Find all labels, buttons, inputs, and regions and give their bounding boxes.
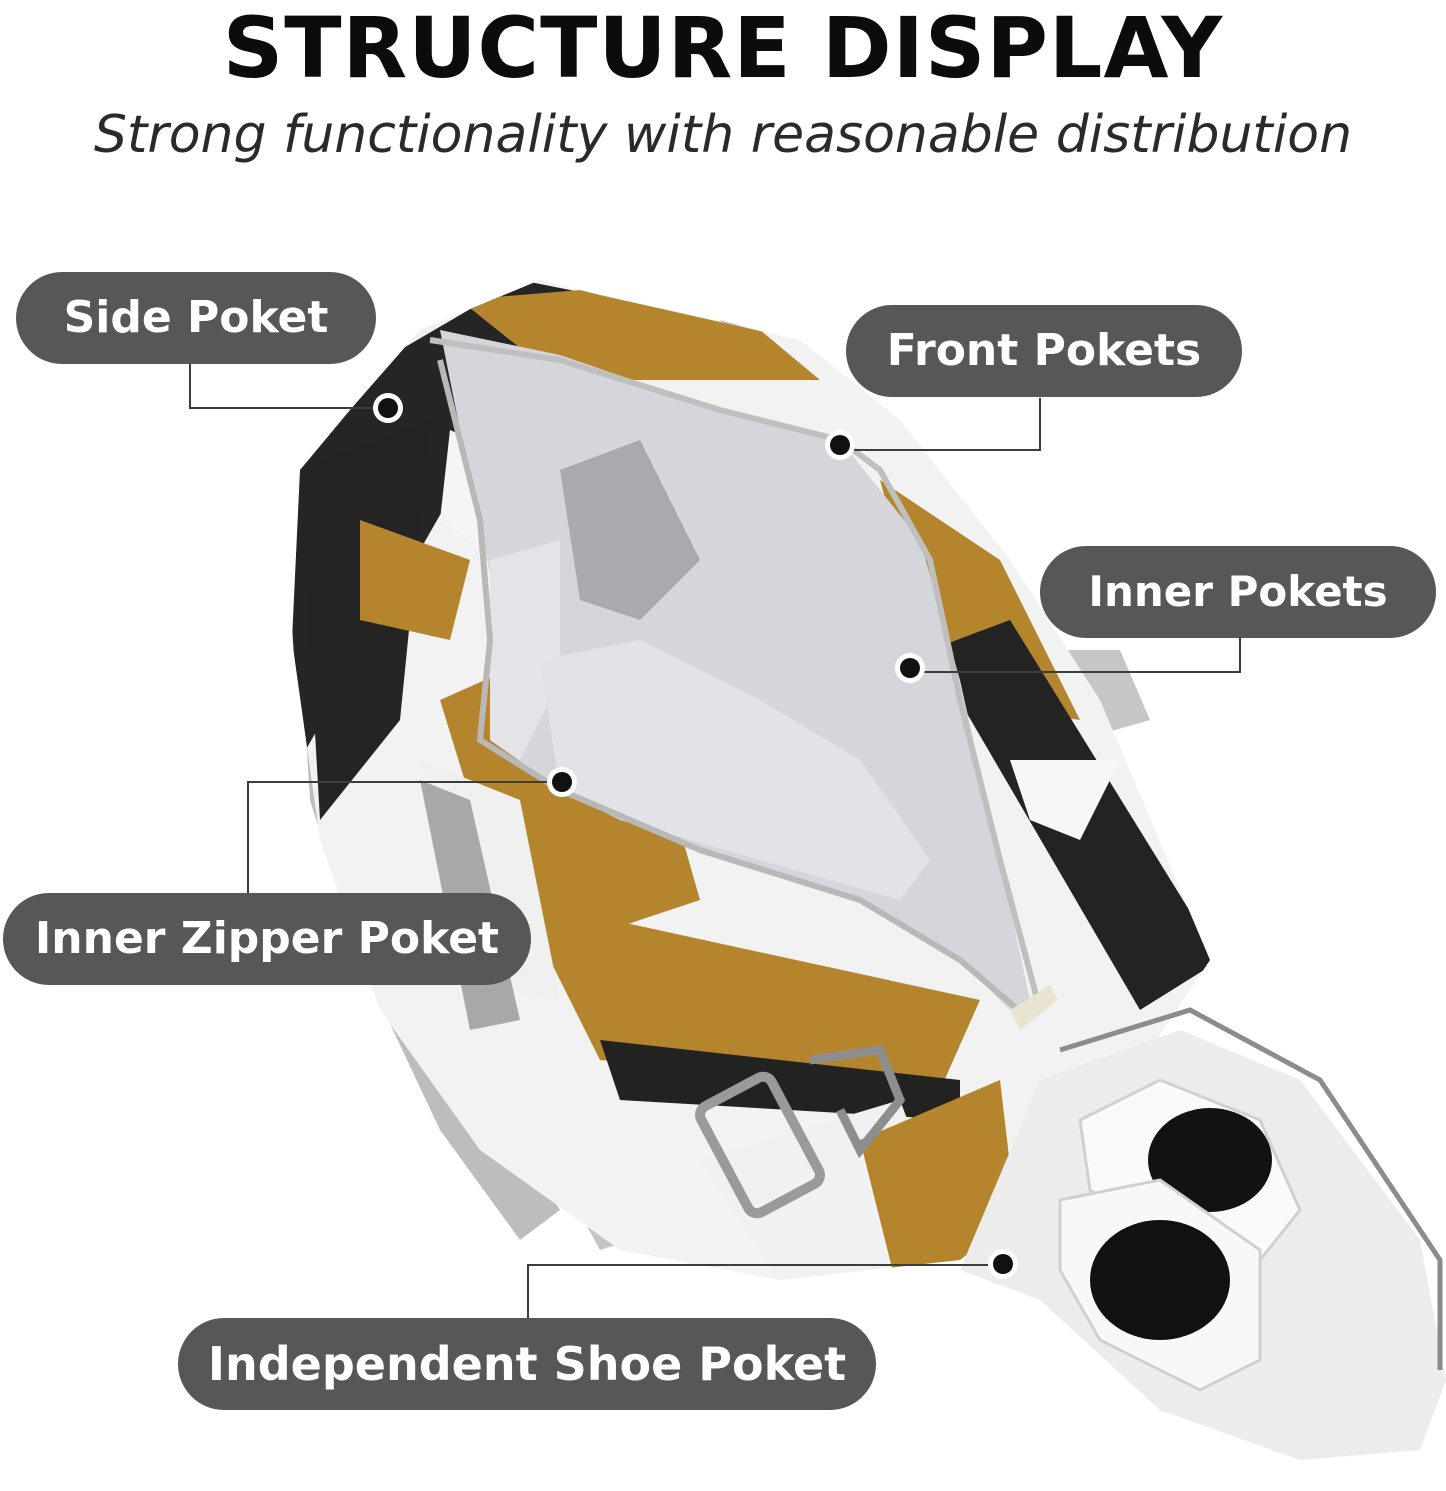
inner-pockets-label: Inner Pokets [1040,546,1436,638]
strap-hook [809,1045,906,1159]
zipper-callout-line [247,781,562,893]
inner-pocket-panel [540,640,930,900]
page-subtitle: Strong functionality with reasonable dis… [93,105,1353,165]
side-callout-line [189,364,388,409]
main-zipper [429,337,1043,1011]
shoe-right-opening [1090,1220,1230,1340]
zipper-pull [1010,985,1058,1030]
shoe-rim [1059,1007,1443,1370]
inner-zipper-pocket-label: Inner Zipper Poket [3,893,531,985]
shoe-callout-line [527,1264,1003,1318]
callout-lines [189,364,1241,1318]
inner-callout-line [910,638,1241,673]
page-title: STRUCTURE DISPLAY [222,0,1224,97]
callout-markers [373,393,1018,1279]
inner-flap [490,540,560,760]
front-pockets-label: Front Pokets [846,305,1242,397]
side-pocket-label: Side Poket [16,272,376,364]
front-callout-line [840,398,1041,451]
strap-buckle [695,1071,825,1219]
shoe-pocket-label: Independent Shoe Poket [178,1318,876,1410]
shoe-left-opening [1148,1108,1272,1212]
lining-shadow [560,440,700,620]
